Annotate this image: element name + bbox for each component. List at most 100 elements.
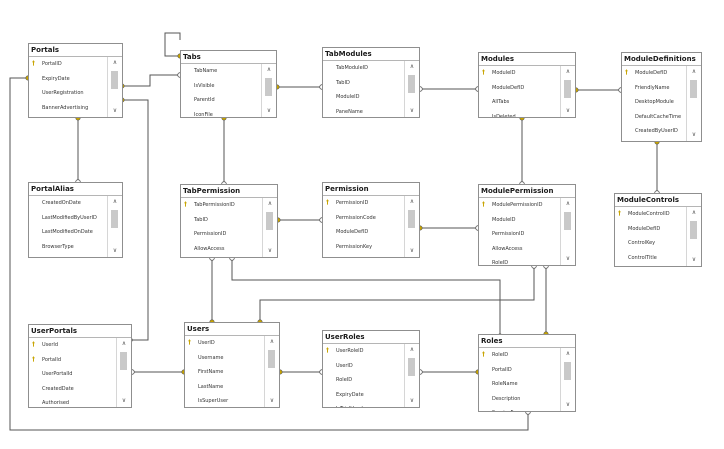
chevron-up-icon[interactable]: ∧ [112, 198, 118, 205]
column-row[interactable]: TabName [181, 64, 262, 79]
column-row[interactable]: CreatedOnDate [622, 139, 687, 142]
column-row[interactable]: PermissionCode [323, 211, 405, 226]
column-row[interactable]: BrowserType [29, 240, 108, 255]
column-row[interactable]: ParentId [181, 93, 262, 108]
column-row[interactable]: BannerAdvertising [29, 101, 108, 116]
chevron-down-icon[interactable]: ∨ [565, 107, 571, 114]
chevron-down-icon[interactable]: ∨ [565, 401, 571, 408]
column-row[interactable]: AllTabs [479, 95, 561, 110]
scrollbar[interactable]: ∧∨ [404, 61, 419, 117]
column-row[interactable]: †PermissionID [323, 196, 405, 211]
column-row[interactable]: ControlSrc [615, 265, 687, 266]
scrollbar[interactable]: ∧∨ [261, 64, 276, 117]
column-row[interactable]: ControlKey [615, 236, 687, 251]
chevron-down-icon[interactable]: ∨ [691, 131, 697, 138]
column-row[interactable]: †ModulePermissionID [479, 198, 561, 213]
scrollbar-thumb[interactable] [564, 362, 571, 380]
scrollbar-thumb[interactable] [690, 221, 697, 239]
column-row[interactable]: Username [185, 351, 265, 366]
column-row[interactable]: LastName [185, 380, 265, 395]
chevron-up-icon[interactable]: ∧ [691, 209, 697, 216]
scrollbar[interactable]: ∧∨ [107, 196, 122, 257]
column-row[interactable]: RoleName [479, 377, 561, 392]
column-row[interactable]: AllowAccess [479, 242, 561, 257]
chevron-down-icon[interactable]: ∨ [269, 397, 275, 404]
chevron-up-icon[interactable]: ∧ [266, 66, 272, 73]
chevron-down-icon[interactable]: ∨ [691, 256, 697, 263]
column-row[interactable]: ModuleID [479, 213, 561, 228]
scrollbar-thumb[interactable] [564, 212, 571, 230]
column-row[interactable]: †ModuleDefID [622, 66, 687, 81]
column-row[interactable]: TabModuleID [323, 61, 405, 76]
chevron-down-icon[interactable]: ∨ [266, 107, 272, 114]
column-row[interactable]: †UserID [185, 336, 265, 351]
column-row[interactable]: ModuleDefID [615, 222, 687, 237]
column-row[interactable]: UserPortalId [29, 367, 117, 382]
chevron-up-icon[interactable]: ∧ [691, 68, 697, 75]
column-row[interactable]: FirstName [185, 365, 265, 380]
column-row[interactable]: †UserId [29, 338, 117, 353]
chevron-down-icon[interactable]: ∨ [267, 247, 273, 254]
column-row[interactable]: PermissionID [181, 227, 263, 242]
column-row[interactable]: ModuleDefID [479, 81, 561, 96]
chevron-down-icon[interactable]: ∨ [565, 255, 571, 262]
scrollbar[interactable]: ∧∨ [686, 66, 701, 141]
scrollbar-thumb[interactable] [120, 352, 127, 370]
column-row[interactable]: TabID [181, 213, 263, 228]
column-row[interactable]: IsVisible [181, 79, 262, 94]
chevron-up-icon[interactable]: ∧ [121, 340, 127, 347]
chevron-down-icon[interactable]: ∨ [409, 107, 415, 114]
scrollbar-thumb[interactable] [268, 350, 275, 368]
column-row[interactable]: ControlTitle [615, 251, 687, 266]
chevron-up-icon[interactable]: ∧ [112, 59, 118, 66]
chevron-down-icon[interactable]: ∨ [121, 397, 127, 404]
column-row[interactable]: †ModuleControlID [615, 207, 687, 222]
column-row[interactable]: PermissionID [479, 227, 561, 242]
scrollbar[interactable]: ∧∨ [686, 207, 701, 266]
chevron-up-icon[interactable]: ∧ [565, 200, 571, 207]
chevron-up-icon[interactable]: ∧ [565, 350, 571, 357]
scrollbar-thumb[interactable] [408, 358, 415, 376]
table-roles[interactable]: Roles†RoleIDPortalIDRoleNameDescriptionS… [478, 334, 576, 412]
scrollbar[interactable]: ∧∨ [560, 348, 575, 411]
column-row[interactable]: UserRegistration [29, 86, 108, 101]
column-row[interactable]: ExpiryDate [29, 72, 108, 87]
column-row[interactable]: Skin [29, 254, 108, 257]
column-row[interactable]: RoleID [323, 373, 405, 388]
column-row[interactable]: PortalID [479, 363, 561, 378]
scrollbar[interactable]: ∧∨ [404, 344, 419, 407]
column-row[interactable]: AllowAccess [181, 242, 263, 257]
scrollbar[interactable]: ∧∨ [262, 198, 277, 257]
chevron-down-icon[interactable]: ∨ [112, 247, 118, 254]
column-row[interactable]: †PortalID [29, 57, 108, 72]
column-row[interactable]: †TabPermissionID [181, 198, 263, 213]
column-row[interactable]: ExpiryDate [323, 388, 405, 403]
column-row[interactable]: LastModifiedByUserID [29, 211, 108, 226]
scrollbar-thumb[interactable] [111, 210, 118, 228]
column-row[interactable]: CreatedDate [29, 382, 117, 397]
column-row[interactable]: PaneName [323, 105, 405, 118]
chevron-up-icon[interactable]: ∧ [565, 68, 571, 75]
chevron-up-icon[interactable]: ∧ [409, 198, 415, 205]
column-row[interactable]: IsDeleted [479, 110, 561, 118]
scrollbar[interactable]: ∧∨ [107, 57, 122, 117]
column-row[interactable]: CreatedOnDate [29, 196, 108, 211]
column-row[interactable]: PermissionKey [323, 240, 405, 255]
scrollbar-thumb[interactable] [408, 210, 415, 228]
column-row[interactable]: RoleID [479, 256, 561, 265]
scrollbar-thumb[interactable] [408, 75, 415, 93]
column-row[interactable]: TabID [323, 76, 405, 91]
scrollbar[interactable]: ∧∨ [116, 338, 131, 407]
